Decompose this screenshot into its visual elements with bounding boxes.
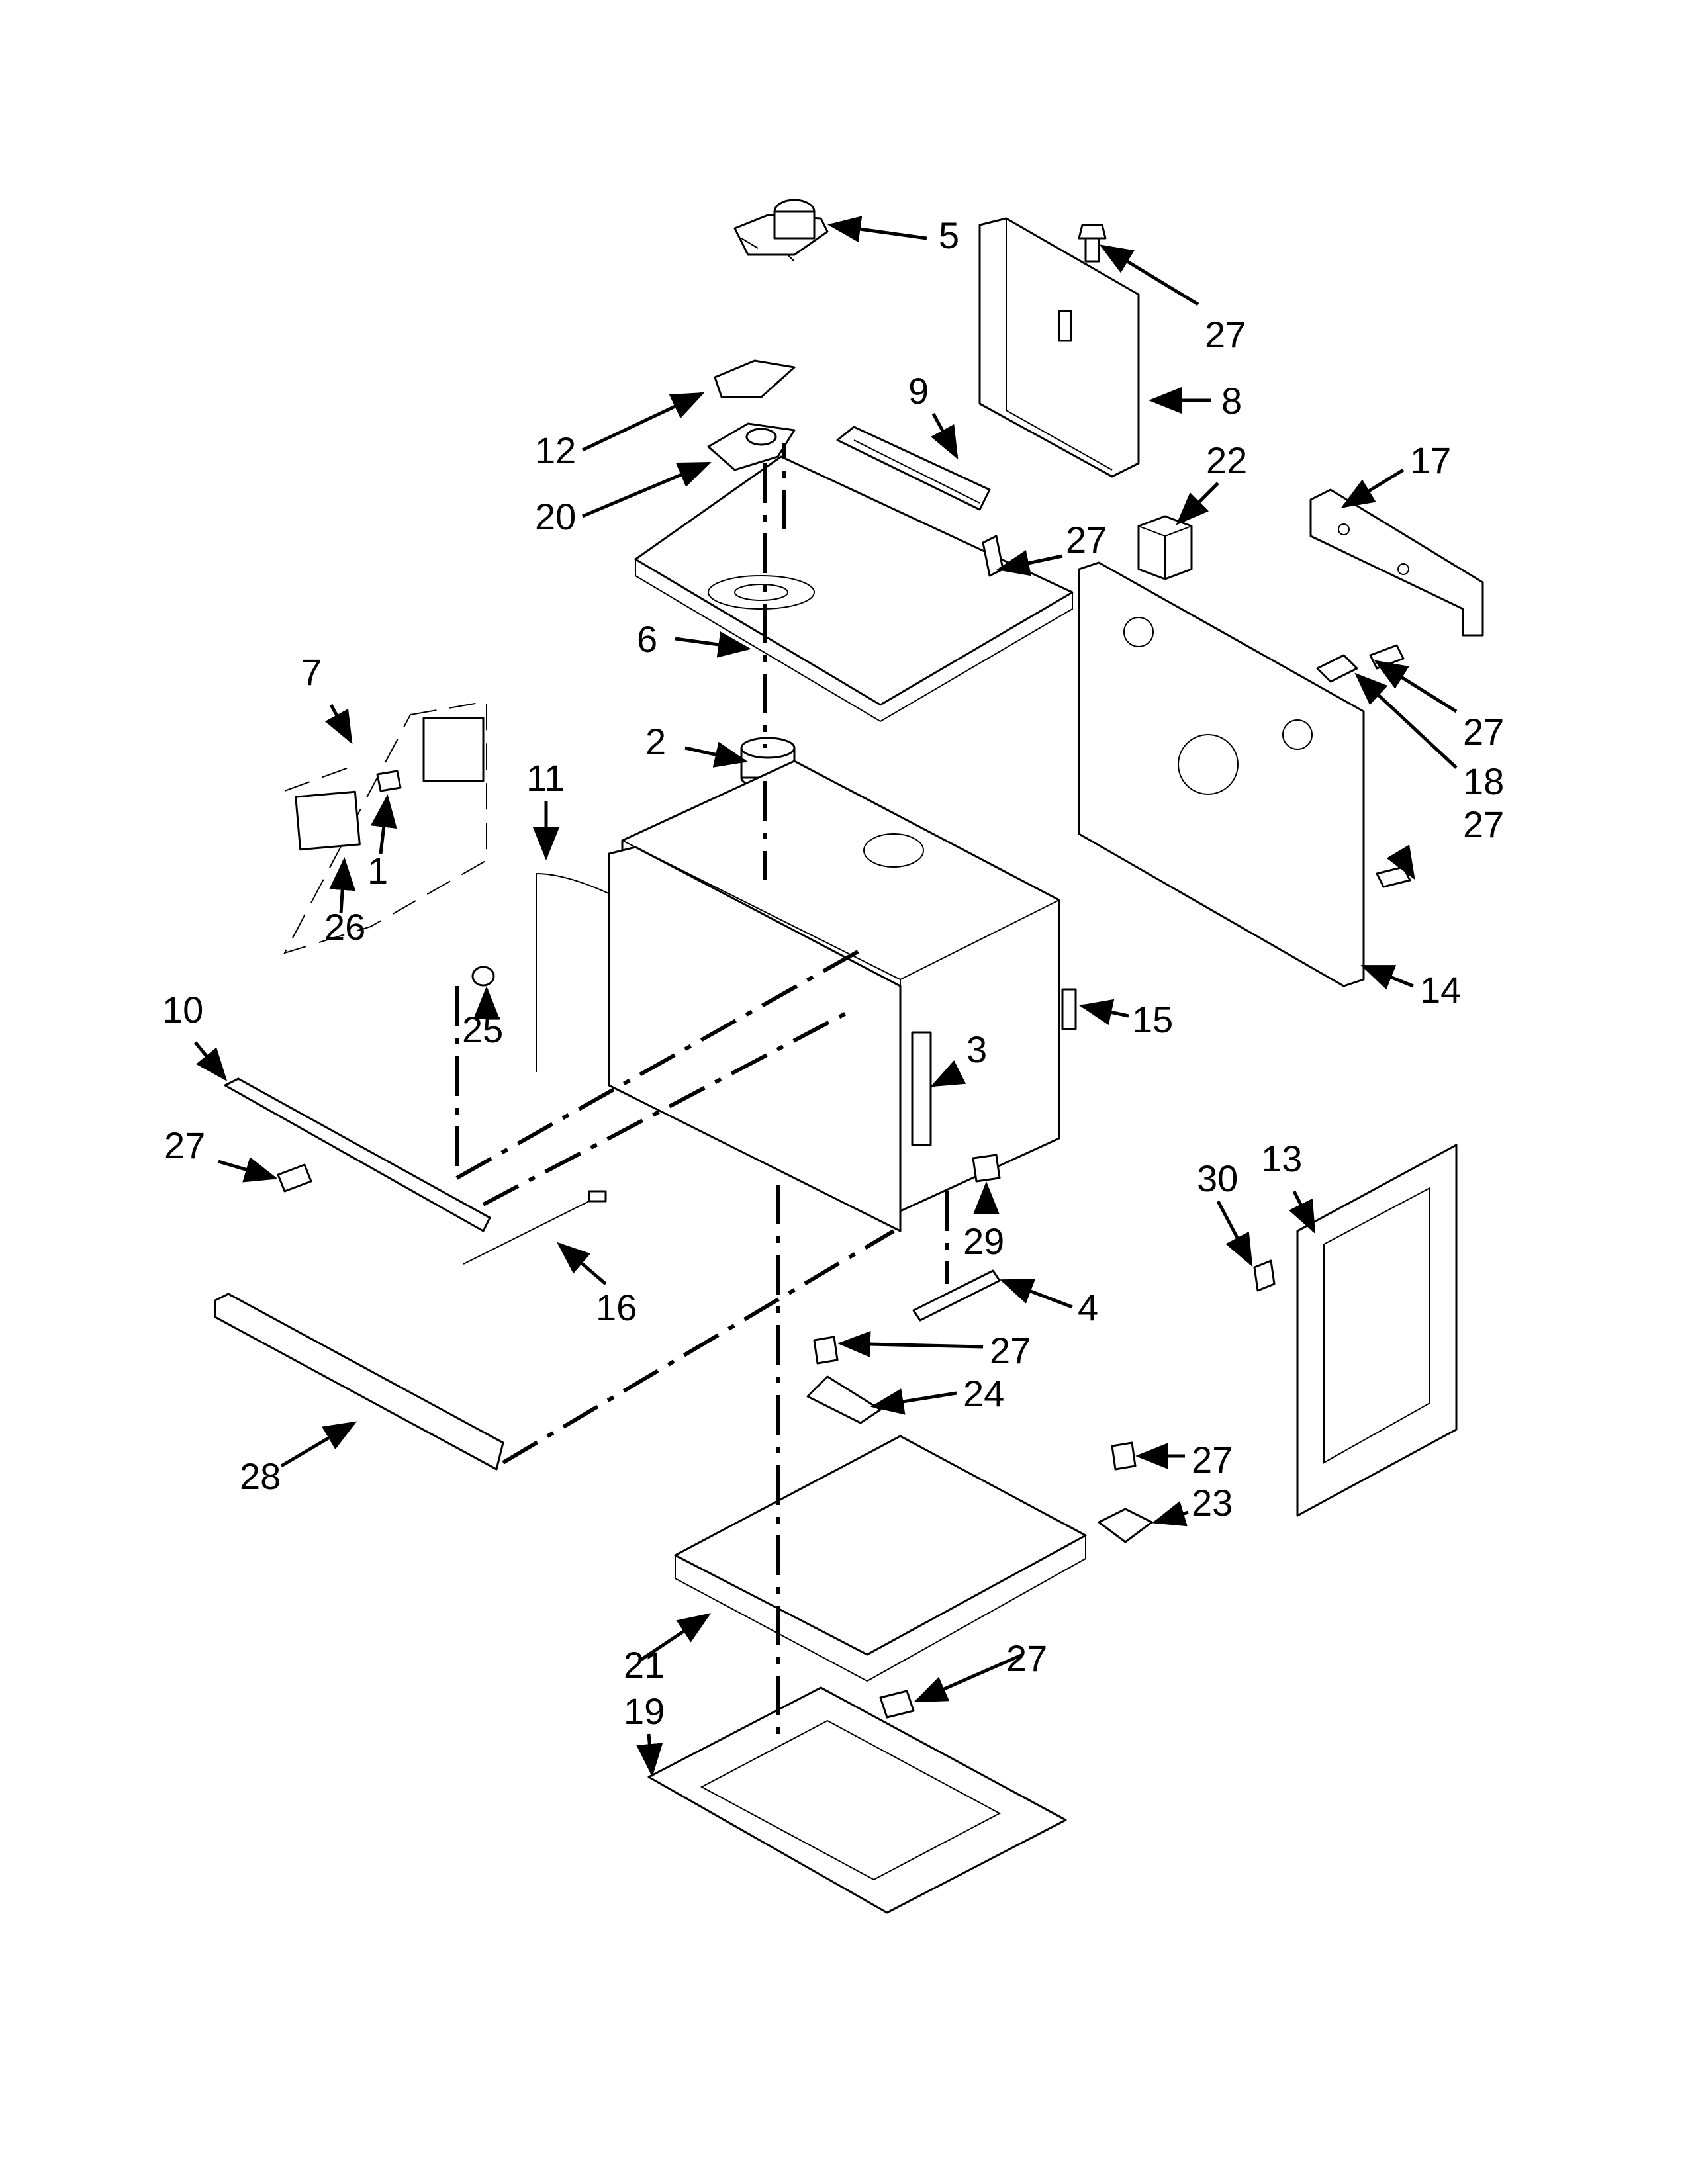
callout-15: 15 [1132,999,1173,1040]
part-8-rear-panel [978,217,1140,478]
part-28-rail [214,1293,504,1471]
callout-8: 8 [1221,380,1242,422]
callout-labels: 5 27 8 9 12 20 22 17 27 6 7 2 27 18 11 1… [162,214,1504,1732]
leader-arrows [194,216,1458,1777]
callout-24: 24 [963,1373,1004,1414]
part-30-clip [1253,1259,1276,1292]
part-29-screw [972,1154,1001,1183]
part-4-bracket [912,1269,1001,1322]
callout-27: 27 [1006,1637,1047,1679]
callout-17: 17 [1410,439,1451,481]
callout-27: 27 [990,1330,1031,1371]
callout-23: 23 [1192,1482,1233,1524]
part-25-lamp [471,966,495,987]
callout-12: 12 [535,430,576,471]
callout-7: 7 [301,651,322,693]
part-27-screw-e [277,1163,312,1193]
callout-3: 3 [966,1028,987,1070]
part-5-motor [733,199,829,262]
callout-20: 20 [535,496,576,537]
callout-25: 25 [462,1009,503,1050]
part-18-clip [1316,654,1358,683]
part-27-screw-top [1078,224,1107,263]
callout-11: 11 [526,757,565,799]
part-27-screw-h [879,1690,915,1719]
part-10-rail [224,1077,491,1232]
part-17-bracket [1309,488,1484,637]
callout-4: 4 [1078,1287,1098,1328]
callout-29: 29 [963,1220,1004,1262]
oven-cavity [608,760,1060,1232]
callout-13: 13 [1261,1138,1302,1179]
callout-27: 27 [1192,1439,1233,1480]
callout-28: 28 [240,1455,281,1497]
part-7-group [283,700,487,954]
callout-22: 22 [1206,439,1247,481]
callout-26: 26 [324,906,365,948]
part-20-bracket [707,422,796,471]
alignment-lines [455,443,949,1734]
callout-27: 27 [1205,314,1246,355]
part-27-screw-c [1369,644,1405,670]
part-12-bracket [714,359,796,398]
part-9-channel [836,426,991,511]
callout-21: 21 [624,1644,665,1686]
part-21-bottom-plate [674,1435,1087,1682]
part-27-screw-d [1376,866,1411,888]
part-24-bracket [806,1375,882,1424]
part-3-sensor [911,1031,932,1146]
callout-27: 27 [1066,519,1107,561]
callout-16: 16 [596,1287,637,1328]
part-27-screw-g [1111,1441,1137,1471]
callout-27: 27 [1463,711,1504,752]
part-16-probe [463,1190,607,1265]
callout-10: 10 [162,989,203,1030]
callout-14: 14 [1420,969,1461,1011]
callout-27: 27 [1463,803,1504,845]
part-6-top-plate [634,455,1074,723]
part-27-screw-f [813,1336,839,1365]
part-22-box [1137,515,1193,580]
callout-5: 5 [939,214,959,256]
callout-1: 1 [367,850,388,891]
part-23-bracket [1098,1508,1153,1543]
callout-18: 18 [1463,760,1504,802]
callout-9: 9 [908,370,929,412]
callout-27: 27 [164,1124,205,1166]
callout-30: 30 [1197,1158,1238,1199]
part-14-side-panel [1078,561,1365,987]
callout-6: 6 [637,618,657,660]
part-19-base-tray [647,1686,1067,1914]
part-13-side-panel [1296,1144,1458,1517]
part-15-latch [1061,988,1077,1030]
callout-2: 2 [645,721,666,762]
callout-19: 19 [624,1690,665,1732]
